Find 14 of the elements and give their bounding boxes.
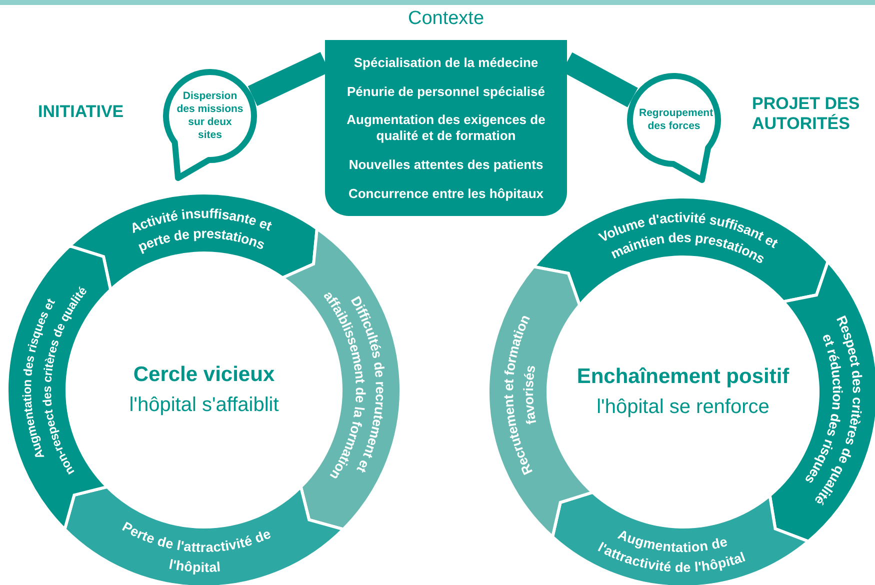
context-item: Concurrence entre les hôpitaux xyxy=(348,186,544,202)
bubble-text: Dispersion des missions sur deux sites xyxy=(176,90,244,142)
context-item: Spécialisation de la médecine xyxy=(354,54,538,70)
cycle-subtitle: l'hôpital se renforce xyxy=(596,395,770,420)
cycle-title: Enchaînement positif xyxy=(576,364,790,390)
context-item: Nouvelles attentes des patients xyxy=(348,156,544,172)
context-item: Augmentation des exigences de qualité et de formation xyxy=(346,112,546,144)
cycle-subtitle: l'hôpital s'affaiblit xyxy=(129,393,279,418)
cycle-title: Cercle vicieux xyxy=(133,362,275,388)
side-heading: INITIATIVE xyxy=(38,102,125,122)
side-heading: PROJET DES AUTORITÉS xyxy=(752,94,861,135)
context-item: Pénurie de personnel spécialisé xyxy=(347,84,545,100)
context-heading: Contexte xyxy=(406,8,486,30)
segment-label: Perte de l'attractivité de l'hôpital xyxy=(120,518,273,575)
